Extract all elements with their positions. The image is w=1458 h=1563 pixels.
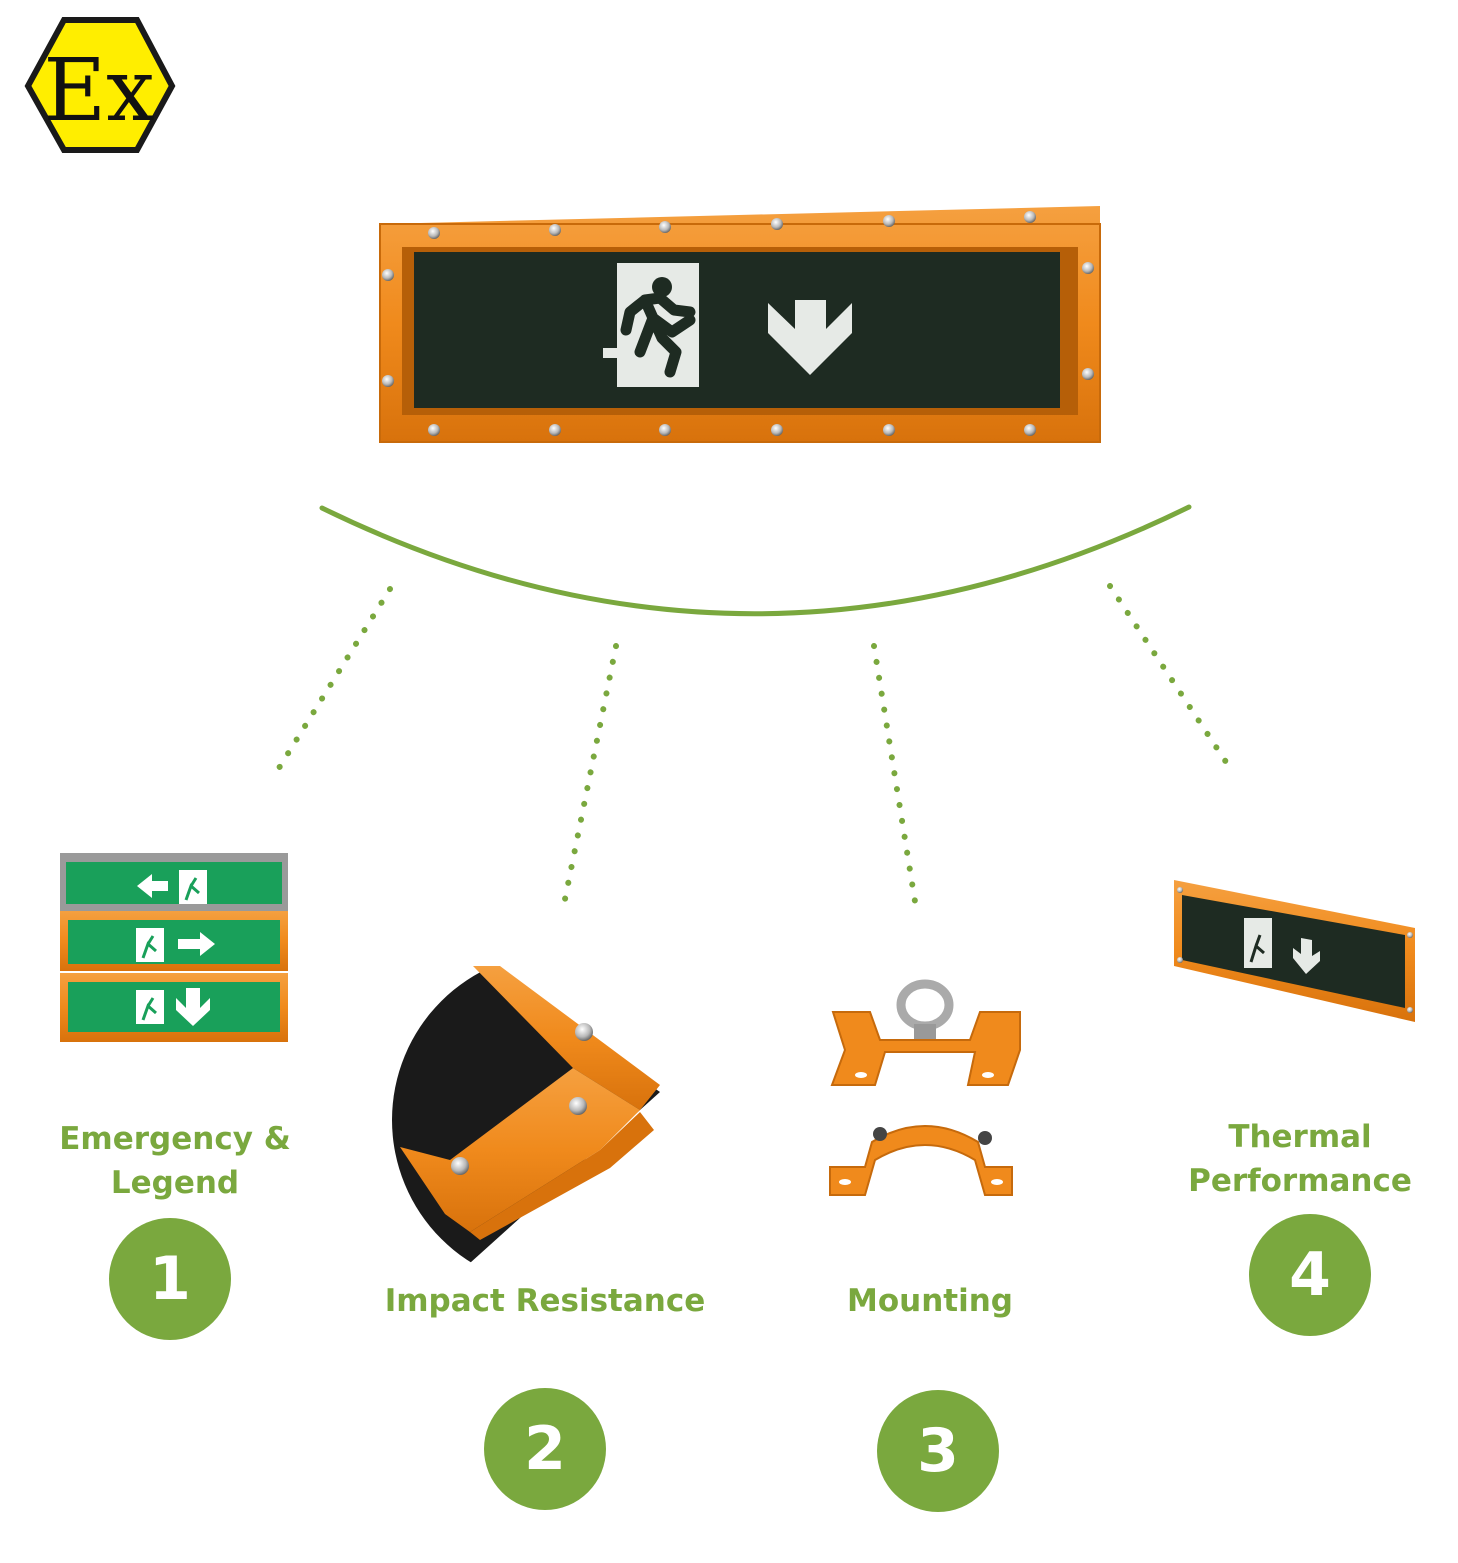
main-exit-sign [379, 206, 1101, 443]
stacked-signs-image [60, 853, 288, 1042]
feature-1-number-badge: 1 [109, 1218, 231, 1340]
ex-logo: Ex [24, 17, 176, 153]
ex-logo-text: Ex [43, 41, 154, 141]
feature-1-label: Emergency & Legend [30, 1117, 320, 1205]
feature-1-label-line-2: Legend [110, 1165, 240, 1201]
dotted-connector-2 [559, 643, 619, 917]
connector-arc [319, 504, 1192, 617]
running-man-icon [603, 263, 699, 387]
dotted-connector-3 [871, 643, 920, 917]
feature-4-label-line-1: Thermal [1228, 1119, 1372, 1155]
feature-1-label-line-1: Emergency & [59, 1121, 291, 1157]
mounting-brackets-image [829, 979, 1021, 1196]
feature-2-number-badge: 2 [484, 1388, 606, 1510]
thermal-sign-image [1174, 880, 1415, 1022]
feature-4-number-badge: 4 [1249, 1214, 1371, 1336]
dotted-connector-4 [1107, 583, 1233, 771]
feature-4-label: Thermal Performance [1150, 1115, 1450, 1203]
feature-4-label-line-2: Performance [1188, 1163, 1412, 1199]
feature-2-label: Impact Resistance [365, 1279, 725, 1323]
dotted-connectors [271, 583, 1233, 917]
feature-2-label-line-1: Impact Resistance [384, 1283, 706, 1319]
down-arrow-icon [768, 300, 852, 375]
feature-3-label: Mounting [820, 1279, 1040, 1323]
main-sign-bolts [382, 211, 1094, 436]
dotted-connector-1 [271, 586, 393, 779]
frame-corner-image [392, 952, 728, 1288]
feature-3-label-line-1: Mounting [847, 1283, 1013, 1319]
feature-3-number-badge: 3 [877, 1390, 999, 1512]
